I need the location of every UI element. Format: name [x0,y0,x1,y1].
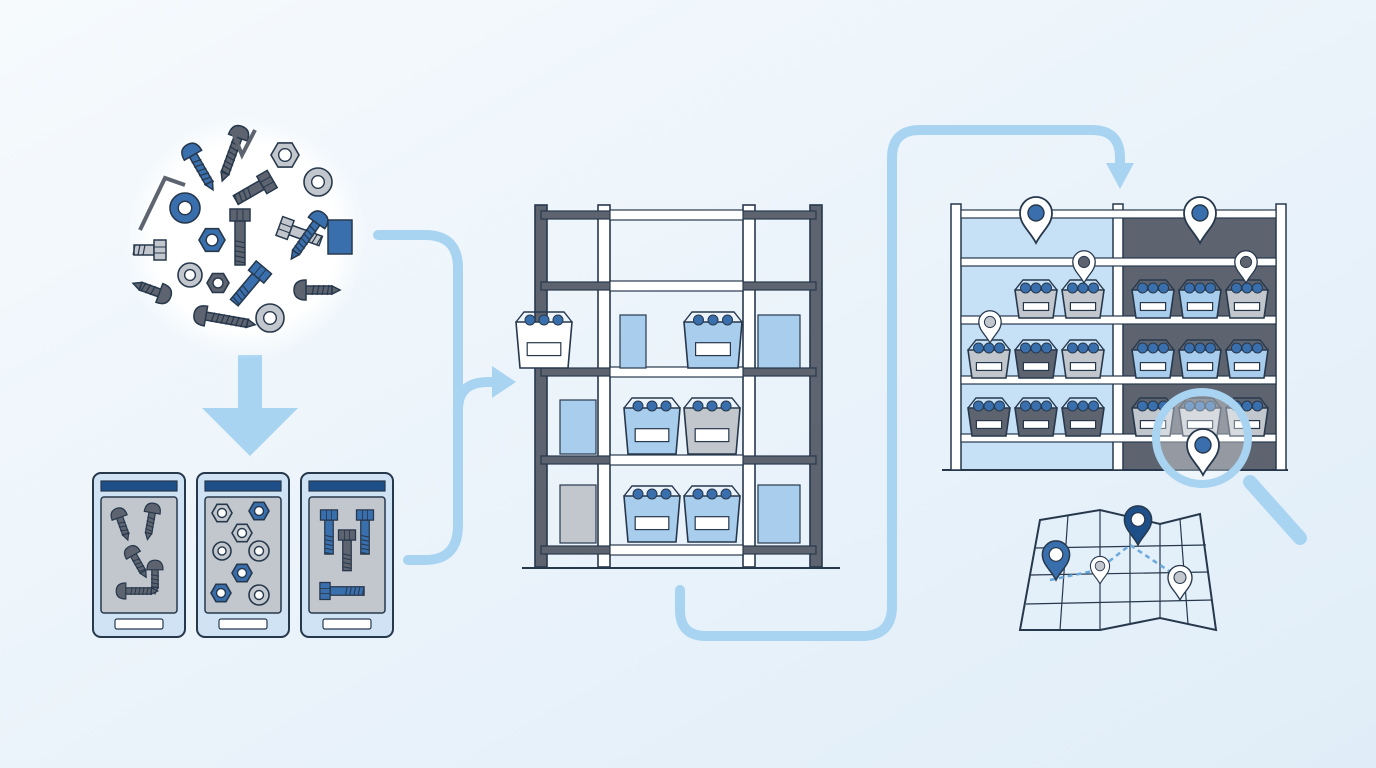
shelf-upright [1275,203,1287,471]
hex-nut-icon [211,503,233,523]
location-pin-icon [978,310,1002,345]
hex-nut-icon [248,501,270,521]
flow-arrows [373,125,1125,641]
tray-bolts [300,472,394,638]
screw-icon [143,502,161,541]
hex-nut-icon [270,142,300,168]
storage-bin [1014,397,1058,437]
storage-bin [1178,339,1222,379]
storage-bin [967,397,1011,437]
location-pin-icon [1072,250,1096,285]
storage-bin [1131,279,1175,319]
shelf-board [960,375,1277,385]
storage-bin [515,311,573,369]
storage-bin [1014,339,1058,379]
tray-nuts-washers [196,472,290,638]
arrow-shelving-to-inventory [675,125,1125,641]
hex-nut-icon [231,523,253,543]
screw-icon [193,305,257,329]
washer-icon [248,584,270,606]
hex-nut-icon [206,272,230,294]
washer-icon [248,540,270,562]
bolt-icon [355,509,375,555]
screw-icon [123,544,147,579]
storage-bin [1178,397,1222,437]
down-arrow [202,355,298,456]
screw-icon [110,507,130,542]
storage-bin [623,397,681,455]
arrowhead-to-shelving [492,366,516,398]
shelf-board [960,433,1277,443]
shelf-upright [950,203,962,471]
arrowhead-to-inventory [1106,163,1134,189]
screw-icon [115,582,160,600]
bolt-icon [232,169,279,206]
washer-icon [303,167,333,197]
storage-bin [1225,279,1269,319]
storage-bin [1225,339,1269,379]
screw-icon [293,279,342,301]
location-pin-icon [1123,505,1153,547]
shelving-unit-icon [515,204,840,569]
shelf-upright [809,204,823,568]
shelf-board [960,209,1277,219]
screw-icon [131,281,173,305]
washer-icon [212,541,232,561]
washer-icon [169,192,201,224]
shelf-upright [742,204,756,568]
tagged-shelving-icon [942,196,1288,471]
location-pin-icon [1167,564,1193,602]
shelf-board [960,257,1277,267]
hex-key-icon [138,175,186,231]
storage-bin [1178,279,1222,319]
location-pin-icon [1234,250,1258,285]
shelf-upright [1112,203,1124,471]
storage-bin [1131,339,1175,379]
shelf-board [960,315,1277,325]
bolt-icon [229,208,251,266]
sorted-trays-icon [92,472,394,638]
hex-nut-icon [231,563,253,583]
storage-bin [967,339,1011,379]
location-pin-icon [1041,540,1071,582]
bracket-icon [327,219,353,255]
location-pin-icon [1186,428,1220,478]
washer-icon [177,262,203,288]
location-pin-icon [1019,196,1053,246]
storage-bin [683,311,743,369]
bolt-icon [319,581,365,601]
storage-bin [683,485,741,543]
location-pin-icon [1183,196,1217,246]
storage-bin [1061,279,1105,319]
bolt-icon [319,509,339,555]
shelf-upright [534,204,548,568]
storage-bin [623,485,681,543]
magnifier-icon [1152,388,1307,545]
tray-screws [92,472,186,638]
arrow-branch-to-shelving [453,377,505,415]
hex-nut-icon [210,583,232,603]
map-with-pins-icon [1018,505,1218,632]
storage-bin [1014,279,1058,319]
shelf-upright [597,204,611,568]
spring-clip-icon [230,129,257,160]
bolt-icon [132,239,167,261]
bolt-icon [337,529,357,572]
storage-bin [1061,397,1105,437]
screw-icon [290,210,329,261]
location-pin-icon [1089,555,1111,586]
hex-nut-icon [198,227,226,253]
storage-bin [1061,339,1105,379]
washer-icon [255,303,285,333]
mixed-fasteners-pile-icon [123,115,367,359]
screw-icon [181,142,215,192]
bolt-icon [229,259,273,307]
storage-bin [683,397,741,455]
